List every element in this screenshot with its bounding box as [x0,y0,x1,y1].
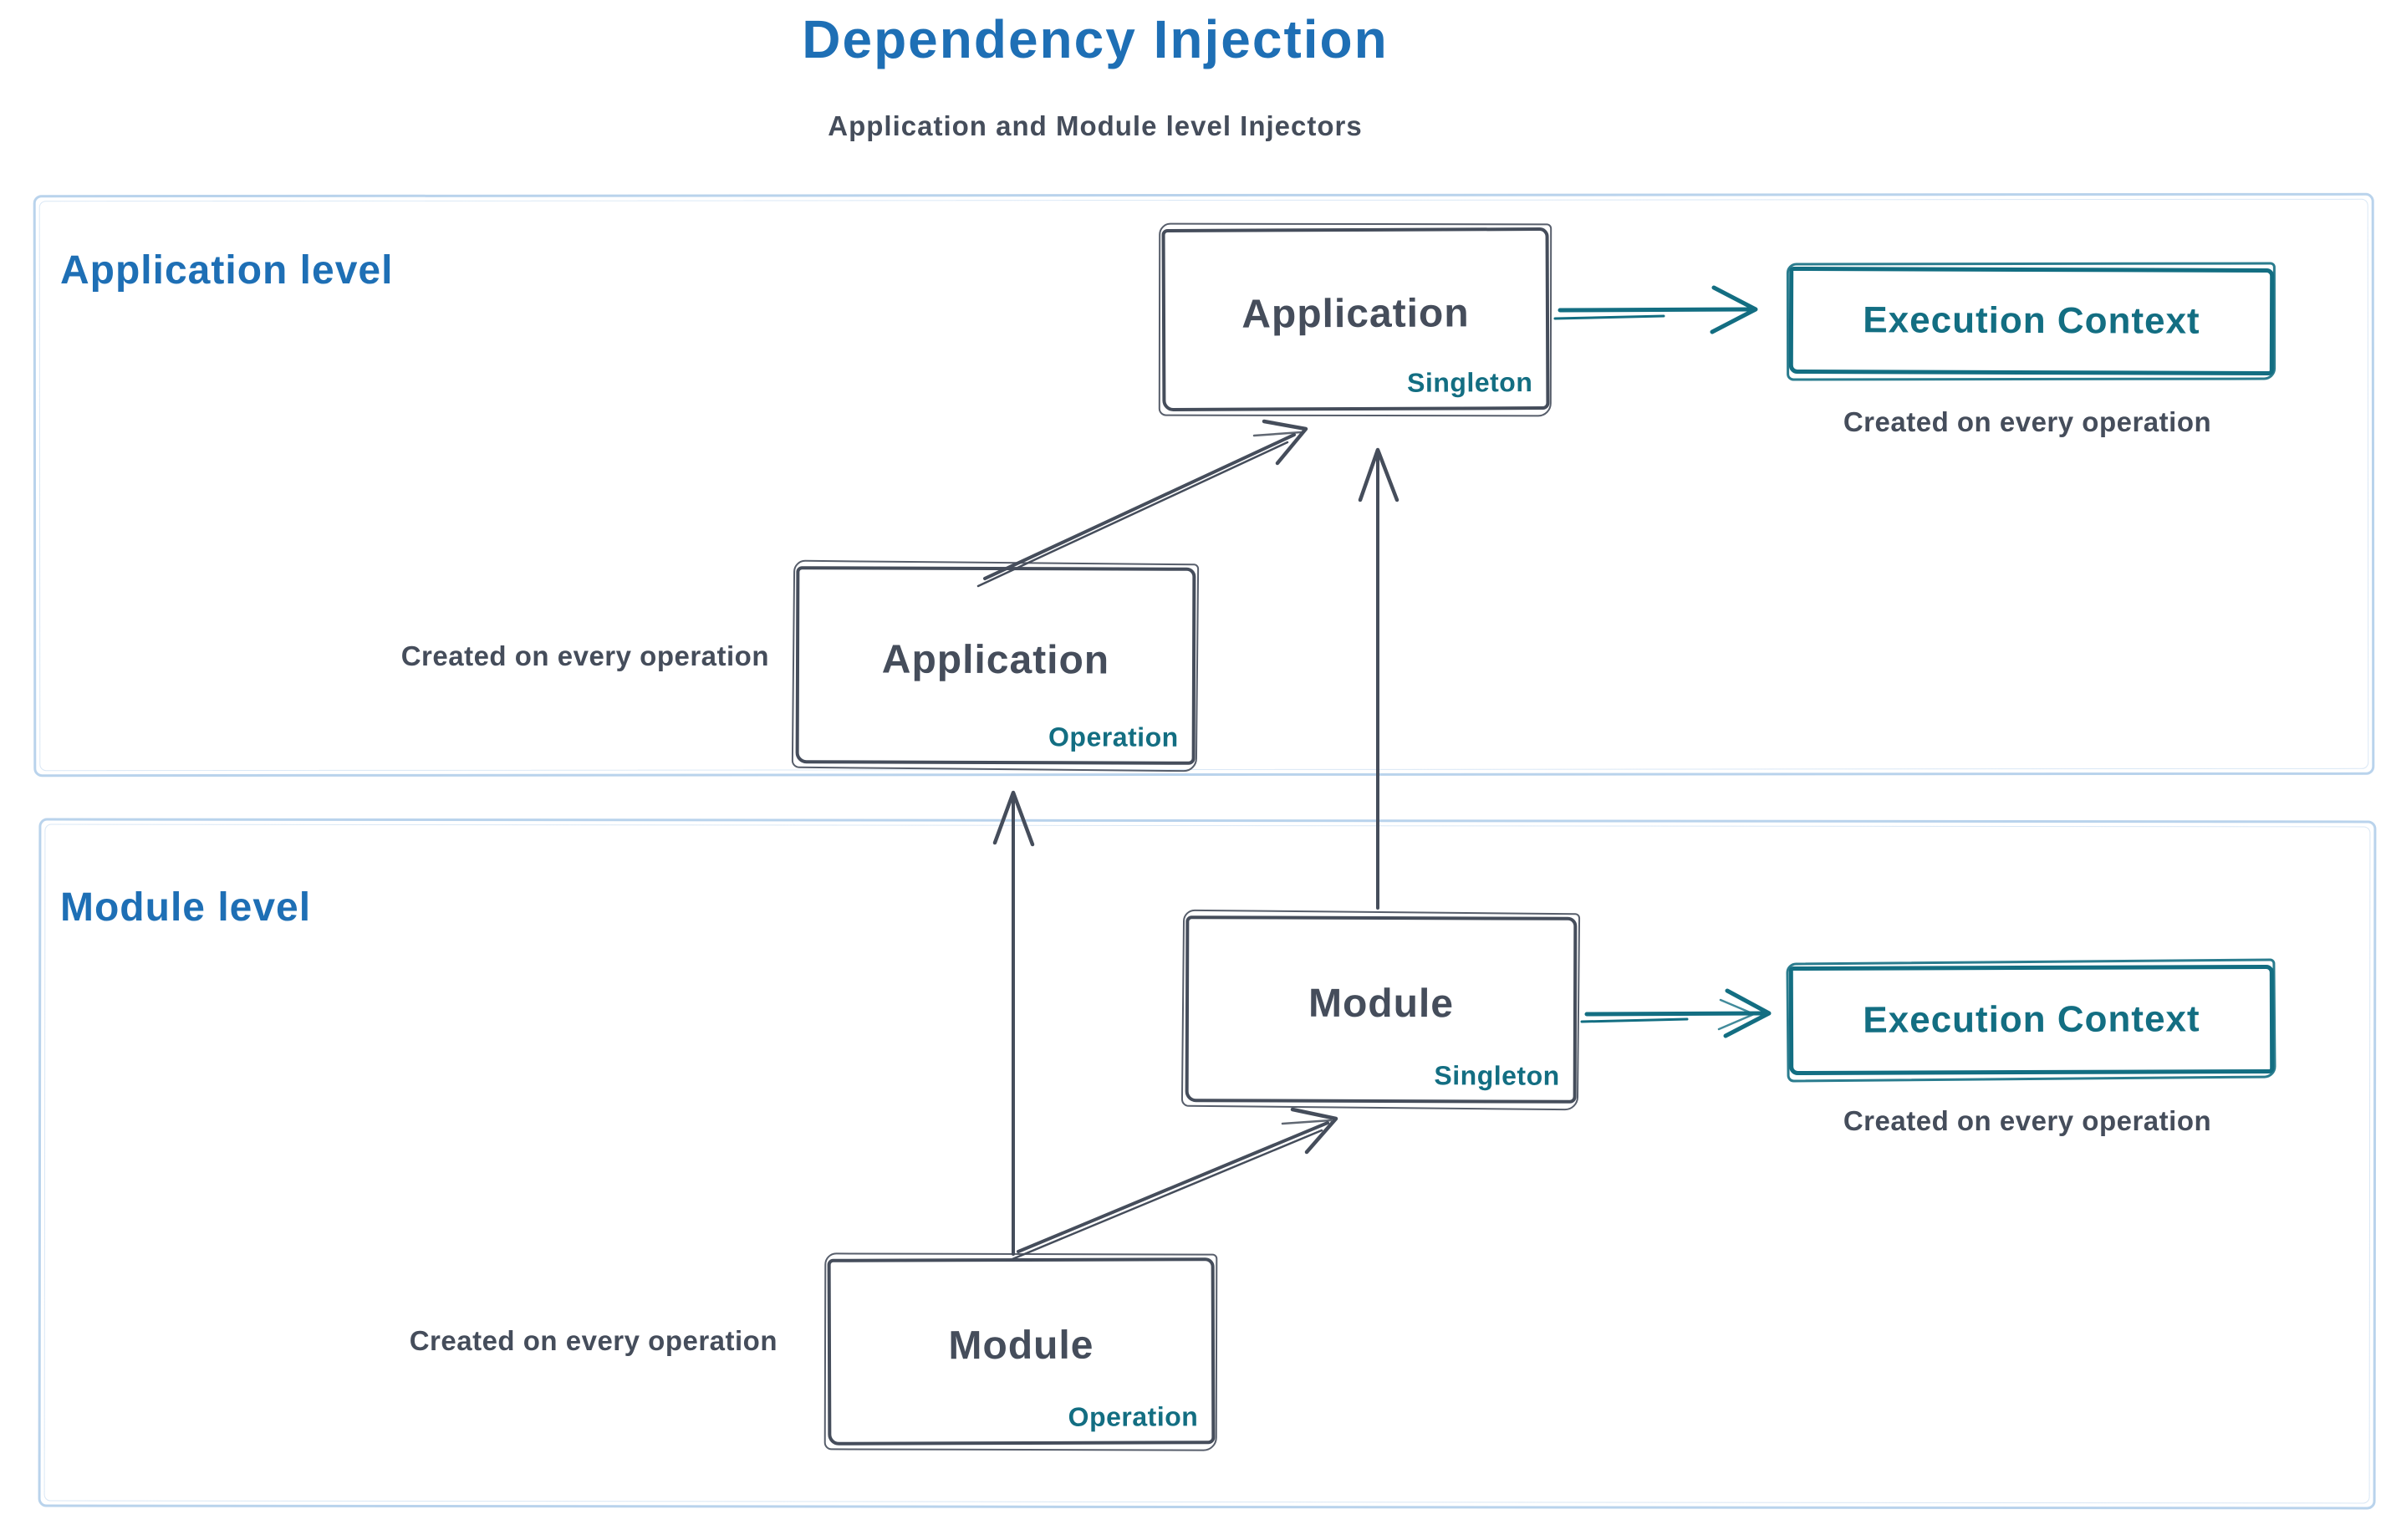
application-operation-caption: Created on every operation [400,640,769,671]
application-operation-title: Application [881,637,1110,682]
application-level-label: Application level [60,248,394,293]
application-singleton-tag: Singleton [1406,367,1533,398]
module-operation-tag: Operation [1068,1401,1199,1432]
module-execution-context-label: Execution Context [1863,998,2200,1041]
application-operation-box: Application Operation [795,566,1196,765]
application-execution-caption: Created on every operation [1843,406,2212,437]
module-level-label: Module level [60,885,312,930]
module-operation-title: Module [948,1323,1094,1369]
application-singleton-box: Application Singleton [1161,227,1550,412]
diagram-subtitle: Application and Module level Injectors [828,110,1363,141]
application-singleton-title: Application [1241,290,1470,337]
module-singleton-title: Module [1308,981,1455,1027]
application-execution-context-label: Execution Context [1863,299,2200,342]
application-execution-context-box: Execution Context [1788,266,2275,376]
diagram-title: Dependency Injection [802,9,1389,69]
application-operation-tag: Operation [1048,722,1179,752]
module-execution-context-box: Execution Context [1788,964,2275,1076]
module-singleton-tag: Singleton [1434,1060,1560,1091]
module-singleton-box: Module Singleton [1185,915,1578,1104]
module-operation-caption: Created on every operation [409,1325,777,1356]
module-execution-caption: Created on every operation [1843,1105,2212,1136]
module-operation-box: Module Operation [827,1257,1216,1446]
